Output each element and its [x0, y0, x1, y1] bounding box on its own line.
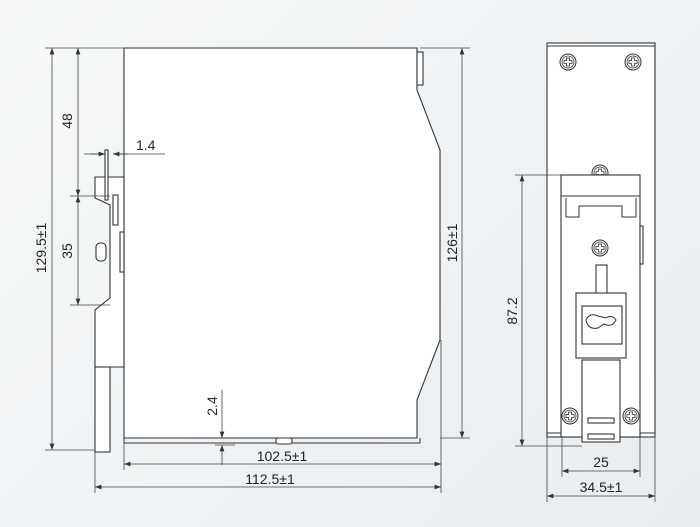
dim-rail-width: 35 — [59, 243, 75, 259]
side-dimensions: 129.5±1 48 35 1.4 126±1 2.4 102.5±1 112.… — [33, 47, 470, 493]
dim-body-depth: 102.5±1 — [257, 448, 308, 464]
dim-clip-width: 25 — [593, 454, 609, 470]
dim-overall-depth: 112.5±1 — [245, 471, 295, 487]
front-dimensions: 87.2 25 34.5±1 — [504, 174, 656, 502]
bottom-foot — [275, 437, 293, 445]
dim-clip-thickness: 1.4 — [136, 137, 156, 153]
housing-body — [123, 47, 441, 439]
housing-notch — [416, 51, 424, 86]
dim-bottom-gap: 2.4 — [204, 396, 220, 416]
screw-icon — [591, 239, 609, 257]
din-clip-front — [560, 174, 644, 443]
screw-icon — [622, 407, 640, 425]
front-view — [546, 42, 656, 443]
side-view — [94, 47, 441, 453]
screw-icon — [561, 407, 579, 425]
screw-icon — [624, 53, 642, 71]
dim-body-height: 126±1 — [444, 223, 460, 262]
screw-icon — [559, 53, 577, 71]
dim-overall-height: 129.5±1 — [33, 223, 49, 274]
dim-clip-height: 87.2 — [504, 297, 520, 324]
din-clip — [94, 149, 125, 453]
dim-overall-width: 34.5±1 — [580, 479, 623, 495]
dim-top-to-rail: 48 — [59, 113, 75, 129]
